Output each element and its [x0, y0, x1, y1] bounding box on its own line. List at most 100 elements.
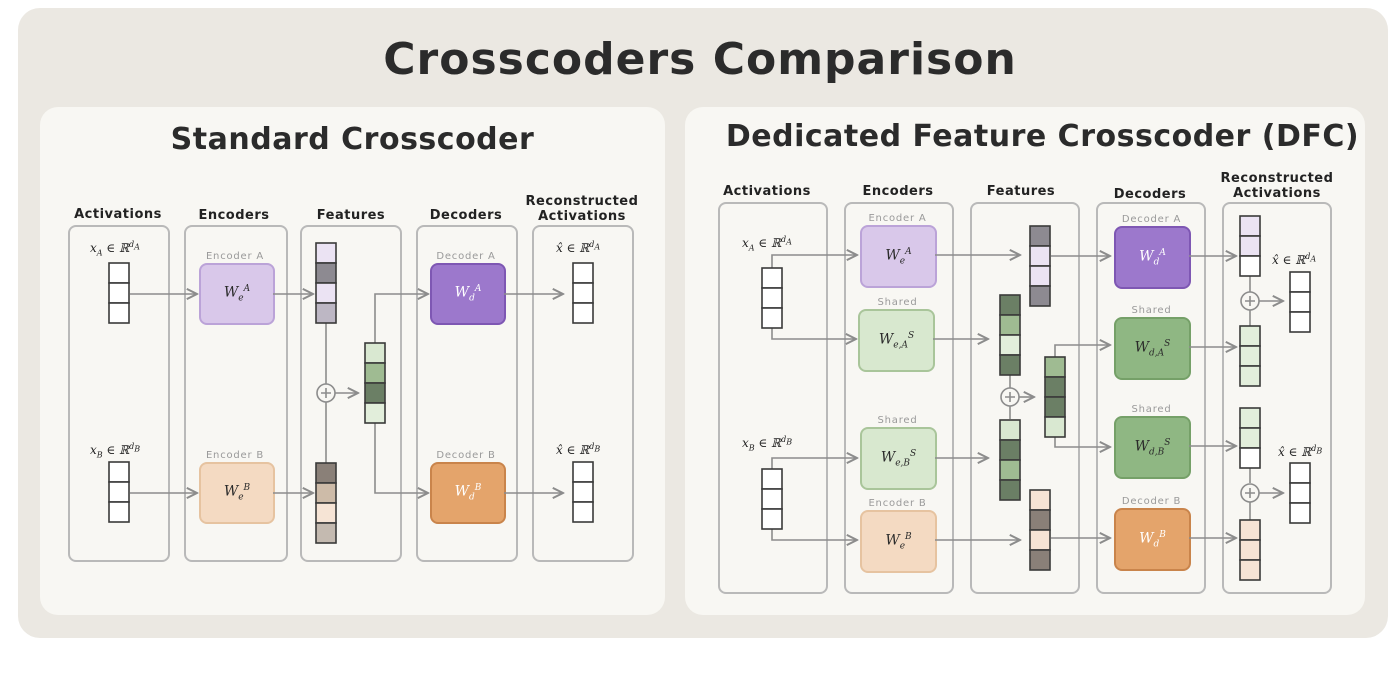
right-xhat-b-vector-cell	[1289, 502, 1311, 524]
right-shared-features-a-vector	[999, 294, 1021, 376]
left-wire-shared-to-decoder-a	[374, 294, 428, 343]
left-features-b-vector-cell	[315, 502, 337, 524]
right-decoder-shared-a-caption: Shared	[1131, 305, 1172, 316]
right-recon-a-vector-cell	[1239, 255, 1261, 277]
right-col-head-reconstructed: Reconstructed Activations	[1220, 171, 1334, 201]
left-xb-label: xB ∈ ℝdB	[90, 442, 141, 460]
left-decoders-column	[416, 225, 518, 562]
left-xa-vector-cell	[108, 282, 130, 304]
right-shared-features-vector-cell	[1044, 416, 1066, 438]
right-reconstructed-column	[1222, 202, 1332, 594]
left-xhat-a-vector-cell	[572, 302, 594, 324]
right-xa-vector-cell	[761, 307, 783, 329]
right-wire-shared-vec-to-dec-b	[1054, 437, 1110, 447]
right-recon-a-vector-cell	[1239, 215, 1261, 237]
left-features-b-vector-cell	[315, 462, 337, 484]
left-xa-vector-cell	[108, 262, 130, 284]
right-encoder-a-caption: Encoder A	[868, 213, 927, 224]
right-shared-features-b-vector	[999, 419, 1021, 501]
left-xhat-b-vector-cell	[572, 481, 594, 503]
left-xhat-a-label: x̂ ∈ ℝdA	[556, 240, 601, 255]
right-encoder-shared-a-block: We,AS	[858, 309, 935, 372]
left-shared-features-vector	[364, 342, 386, 424]
left-features-column	[300, 225, 402, 562]
right-features-b-vector-cell	[1029, 549, 1051, 571]
right-encoder-shared-b-caption: Shared	[877, 415, 918, 426]
left-features-b-vector	[315, 462, 337, 544]
left-activations-column	[68, 225, 170, 562]
right-shared-features-a-vector-cell	[999, 294, 1021, 316]
right-col-head-decoders: Decoders	[1113, 187, 1187, 202]
right-features-a-vector	[1029, 225, 1051, 307]
left-col-head-decoders: Decoders	[429, 208, 503, 223]
left-shared-features-vector-cell	[364, 382, 386, 404]
left-features-a-vector	[315, 242, 337, 324]
right-encoder-a-block: WeA	[860, 225, 937, 288]
right-decoder-b-block: WdB	[1114, 508, 1191, 571]
right-decoder-shared-a-block: Wd,AS	[1114, 317, 1191, 380]
right-xb-vector-cell	[761, 488, 783, 510]
left-col-head-reconstructed: Reconstructed Activations	[525, 194, 639, 224]
right-shared-features-b-vector-cell	[999, 439, 1021, 461]
right-xb-vector-cell	[761, 508, 783, 530]
right-xb-vector	[761, 468, 783, 530]
left-shared-features-vector-cell	[364, 342, 386, 364]
right-xhat-b-vector	[1289, 462, 1311, 524]
right-shared-features-a-vector-cell	[999, 354, 1021, 376]
left-features-a-vector-cell	[315, 302, 337, 324]
right-features-a-vector-cell	[1029, 265, 1051, 287]
right-recon-shared-a-vector-cell	[1239, 345, 1261, 367]
left-features-b-vector-cell	[315, 482, 337, 504]
left-xhat-a-vector-cell	[572, 282, 594, 304]
right-xhat-b-vector-cell	[1289, 482, 1311, 504]
right-col-head-encoders: Encoders	[862, 184, 934, 199]
left-col-head-encoders: Encoders	[198, 208, 270, 223]
right-decoder-shared-b-caption: Shared	[1131, 404, 1172, 415]
right-shared-features-vector-cell	[1044, 356, 1066, 378]
right-recon-b-vector-cell	[1239, 519, 1261, 541]
left-xhat-a-vector	[572, 262, 594, 324]
left-xhat-b-vector-cell	[572, 461, 594, 483]
left-encoders-column	[184, 225, 288, 562]
right-xb-label: xB ∈ ℝdB	[742, 435, 793, 453]
right-xa-vector-cell	[761, 267, 783, 289]
left-shared-features-vector-cell	[364, 402, 386, 424]
right-shared-features-b-vector-cell	[999, 479, 1021, 501]
right-features-b-vector-cell	[1029, 509, 1051, 531]
right-features-b-vector	[1029, 489, 1051, 571]
right-features-a-vector-cell	[1029, 285, 1051, 307]
right-recon-shared-a-vector-cell	[1239, 325, 1261, 347]
right-encoder-shared-a-caption: Shared	[877, 297, 918, 308]
left-sum-node	[316, 383, 336, 403]
left-features-b-vector-cell	[315, 522, 337, 544]
right-sum-node-output-b	[1240, 483, 1260, 503]
left-col-head-features: Features	[316, 208, 386, 223]
right-shared-features-a-vector-cell	[999, 314, 1021, 336]
dfc-title: Dedicated Feature Crosscoder (DFC)	[725, 119, 1360, 154]
page-title: Crosscoders Comparison	[383, 34, 1017, 85]
right-xhat-a-vector	[1289, 271, 1311, 333]
right-encoder-b-block: WeB	[860, 510, 937, 573]
right-encoder-shared-b-block: We,BS	[860, 427, 937, 490]
right-shared-features-a-vector-cell	[999, 334, 1021, 356]
right-features-b-vector-cell	[1029, 529, 1051, 551]
left-xb-vector-cell	[108, 481, 130, 503]
right-xhat-a-vector-cell	[1289, 271, 1311, 293]
left-shared-features-vector-cell	[364, 362, 386, 384]
left-encoder-b-block: WeB	[199, 462, 275, 524]
left-encoder-a-block: WeA	[199, 263, 275, 325]
left-col-head-activations: Activations	[74, 207, 162, 222]
left-decoder-a-block: WdA	[430, 263, 506, 325]
left-encoder-b-caption: Encoder B	[205, 450, 265, 461]
right-xhat-b-label: x̂ ∈ ℝdB	[1278, 444, 1323, 459]
standard-crosscoder-title: Standard Crosscoder	[170, 122, 535, 157]
right-xa-vector	[761, 267, 783, 329]
right-wire-shared-vec-to-dec-a	[1054, 345, 1110, 357]
right-encoder-b-caption: Encoder B	[868, 498, 927, 509]
left-xhat-b-vector	[572, 461, 594, 523]
left-features-a-vector-cell	[315, 242, 337, 264]
right-features-b-vector-cell	[1029, 489, 1051, 511]
right-wire-xa-to-encoder-a	[771, 255, 857, 268]
right-recon-a-vector-cell	[1239, 235, 1261, 257]
